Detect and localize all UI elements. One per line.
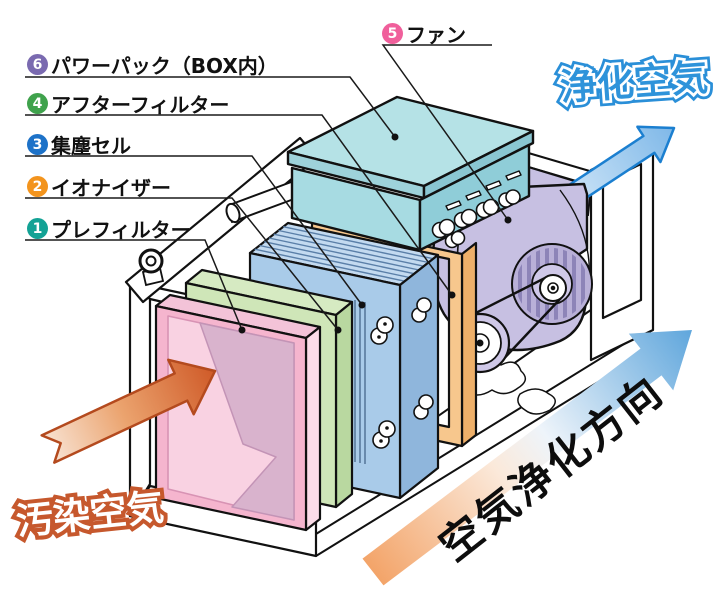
legend-label-fan: ファン (406, 23, 466, 47)
legend-item-powerpack: 6 パワーパック（BOX内） (27, 50, 278, 79)
number-badge-4: 4 (27, 93, 48, 114)
number-badge-3: 3 (27, 134, 48, 155)
legend-label-powerpack: パワーパック（BOX内） (51, 54, 278, 78)
pre-filter (154, 293, 322, 532)
number-badge-5: 5 (382, 23, 403, 44)
number-badge-2: 2 (27, 176, 48, 197)
purified-air-label: 浄化空気 浄化空気 浄化空気 浄化空気 (553, 50, 715, 114)
legend-item-dustcell: 3 集塵セル (27, 130, 131, 159)
knobs (431, 189, 521, 249)
lift-ring (138, 248, 165, 287)
legend-label-afterfilter: アフターフィルター (51, 93, 230, 117)
legend-item-ionizer: 2 イオナイザー (27, 172, 171, 201)
power-pack-box (286, 95, 535, 252)
legend-label-prefilter: プレフィルター (51, 218, 191, 242)
inflow-arrow (40, 358, 217, 464)
legend-item-fan: 5 ファン (382, 19, 466, 48)
direction-arrow (362, 330, 692, 586)
latch (370, 297, 434, 449)
vent-slots (445, 170, 522, 211)
leader-lines (25, 44, 509, 331)
legend-item-prefilter: 1 プレフィルター (27, 214, 191, 243)
number-badge-1: 1 (27, 218, 48, 239)
legend-item-afterfilter: 4 アフターフィルター (27, 89, 229, 118)
number-badge-6: 6 (27, 54, 48, 75)
legend-label-dustcell: 集塵セル (51, 134, 131, 158)
legend-label-ionizer: イオナイザー (51, 176, 171, 200)
leader-dots (238, 133, 512, 334)
